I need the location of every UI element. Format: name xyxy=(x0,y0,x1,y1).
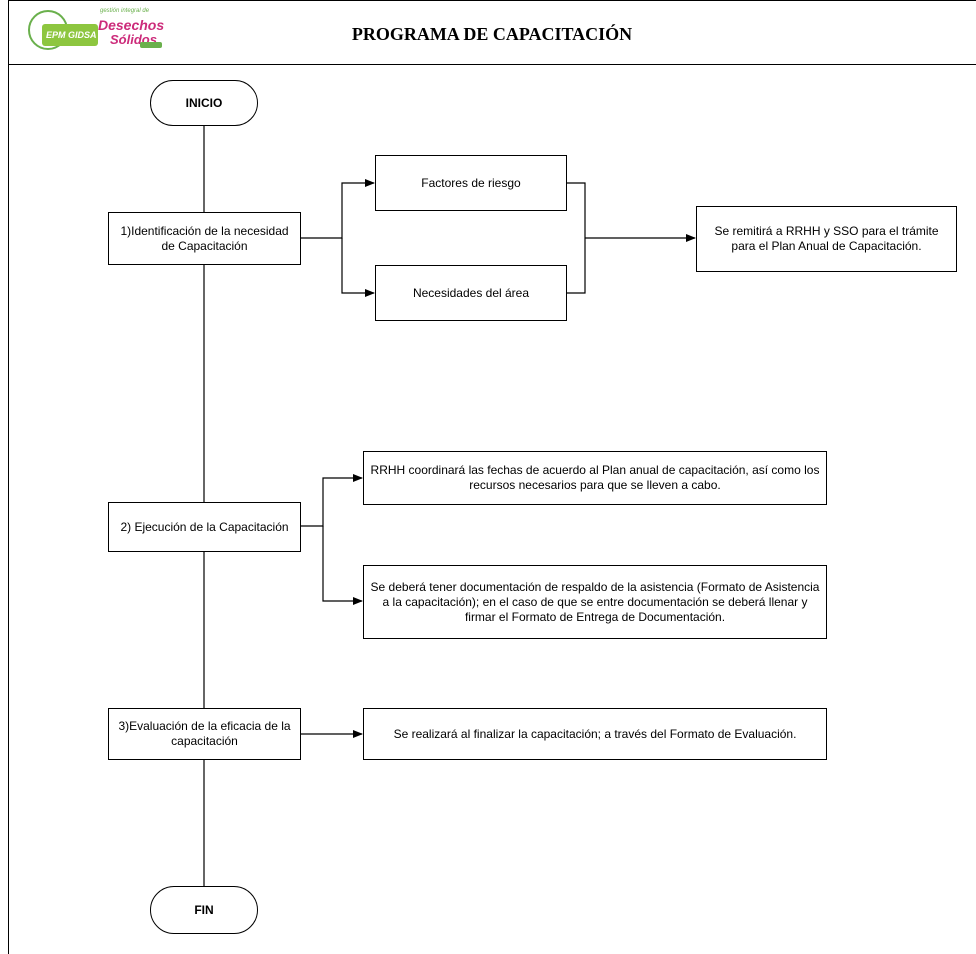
connector-step2-to-note-b xyxy=(322,526,363,605)
connector-step2-to-note-a xyxy=(300,474,363,527)
logo-tagline: gestión integral de xyxy=(100,8,150,14)
step3-box: 3)Evaluación de la eficacia de la capaci… xyxy=(108,708,301,760)
step2-box: 2) Ejecución de la Capacitación xyxy=(108,502,301,552)
step2-note-a-box: RRHH coordinará las fechas de acuerdo al… xyxy=(363,451,827,505)
page-title: PROGRAMA DE CAPACITACIÓN xyxy=(351,24,633,44)
logo-tiny-mark xyxy=(140,42,162,48)
flow-start-terminal: INICIO xyxy=(150,80,258,126)
logo-badge: EPM GIDSA xyxy=(42,24,98,46)
step1-result-box: Se remitirá a RRHH y SSO para el trámite… xyxy=(696,206,957,272)
step2-note-b-box: Se deberá tener documentación de respald… xyxy=(363,565,827,639)
branch-necesidades-box: Necesidades del área xyxy=(375,265,567,321)
step1-box: 1)Identificación de la necesidad de Capa… xyxy=(108,212,301,265)
flow-end-terminal: FIN xyxy=(150,886,258,934)
connector-step1-to-necesidades xyxy=(341,238,375,297)
top-border xyxy=(8,0,976,1)
connector-factores-merge xyxy=(566,182,586,294)
company-logo: gestión integral de EPM GIDSA Desechos S… xyxy=(28,6,164,60)
step3-note-box: Se realizará al finalizar la capacitació… xyxy=(363,708,827,760)
connector-step1-to-factores xyxy=(300,179,375,239)
header-divider xyxy=(8,64,976,65)
logo-brand-line1: Desechos xyxy=(98,17,165,33)
branch-factores-box: Factores de riesgo xyxy=(375,155,567,211)
left-border xyxy=(8,0,9,954)
